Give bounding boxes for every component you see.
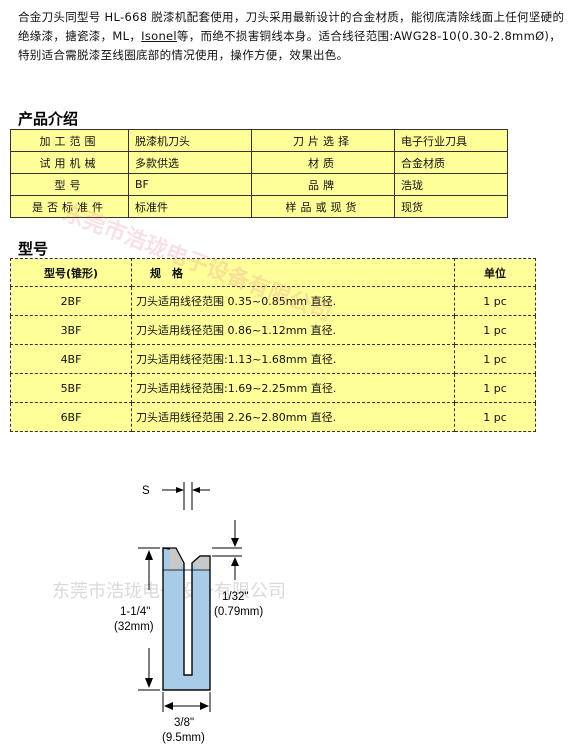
model-cell: 4BF xyxy=(10,344,132,374)
col-header-unit: 单位 xyxy=(454,258,536,287)
spec-key: 品牌 xyxy=(251,173,395,196)
model-cell: 2BF xyxy=(10,286,132,316)
intro-paragraph: 合金刀头同型号 HL-668 脱漆机配套使用，刀头采用最新设计的合金材质，能彻底… xyxy=(18,8,566,65)
col-header-model: 型号(锥形) xyxy=(10,258,132,287)
step-mm-label: (0.79mm) xyxy=(214,606,263,618)
spec-key: 型号 xyxy=(10,173,129,196)
col-header-spec: 规 格 xyxy=(131,258,455,287)
height-arrow-head-bottom xyxy=(145,678,153,688)
spec-value: 合金材质 xyxy=(394,151,508,174)
spec-key: 材质 xyxy=(251,151,395,174)
intro-text-1: 合金刀头同型号 HL-668 脱漆机配套使用，刀头采用最新设计的合金材质，能彻底… xyxy=(18,10,565,43)
spec-row: 型号 BF 品牌 浩珑 xyxy=(10,173,508,196)
step-inch-label: 1/32" xyxy=(222,591,248,603)
spec-cell: 刀头适用线径范围 0.35~0.85mm 直径. xyxy=(131,286,455,316)
product-section-title: 产品介绍 xyxy=(18,110,79,128)
s-label: S xyxy=(142,485,150,497)
spec-key: 试用机械 xyxy=(10,151,129,174)
table-row: 6BF 刀头适用线径范围 2.26~2.80mm 直径. 1 pc xyxy=(10,402,536,432)
spec-value: BF xyxy=(128,173,252,196)
spec-value: 标准件 xyxy=(128,195,252,218)
unit-cell: 1 pc xyxy=(454,315,536,345)
model-cell: 6BF xyxy=(10,402,132,432)
unit-cell: 1 pc xyxy=(454,373,536,403)
step-arrow-head-bottom xyxy=(231,557,239,566)
table-row: 2BF 刀头适用线径范围 0.35~0.85mm 直径. 1 pc xyxy=(10,286,536,316)
isonel-link[interactable]: Isonel xyxy=(141,29,177,43)
spec-key: 是否标准件 xyxy=(10,195,129,218)
table-row: 3BF 刀头适用线径范围 0.86~1.12mm 直径. 1 pc xyxy=(10,315,536,345)
spec-value: 现货 xyxy=(394,195,508,218)
height-inch-label: 1-1/4" xyxy=(120,606,150,618)
width-inch-label: 3/8" xyxy=(174,717,194,729)
model-cell: 3BF xyxy=(10,315,132,345)
intro-text-2: 等，而绝不损害铜线本身。适合线径范围:AWG28-10(0.30-2.8mmØ)… xyxy=(18,29,562,62)
spec-cell: 刀头适用线径范围:1.13~1.68mm 直径. xyxy=(131,344,455,374)
width-arrow-head-left xyxy=(164,702,173,710)
spec-row: 是否标准件 标准件 样品或现货 现货 xyxy=(10,195,508,218)
model-cell: 5BF xyxy=(10,373,132,403)
unit-cell: 1 pc xyxy=(454,402,536,432)
spec-value: 浩珑 xyxy=(394,173,508,196)
spec-value: 多款供选 xyxy=(128,151,252,174)
blade-outline xyxy=(162,547,211,691)
model-header-row: 型号(锥形) 规 格 单位 xyxy=(10,258,536,287)
width-arrow-head-right xyxy=(200,702,209,710)
table-row: 4BF 刀头适用线径范围:1.13~1.68mm 直径. 1 pc xyxy=(10,344,536,374)
unit-cell: 1 pc xyxy=(454,344,536,374)
table-row: 5BF 刀头适用线径范围:1.69~2.25mm 直径. 1 pc xyxy=(10,373,536,403)
model-section-title: 型号 xyxy=(18,240,49,258)
s-arrow-left-head xyxy=(176,487,184,493)
height-arrow-head-top xyxy=(145,550,153,560)
s-arrow-right-head xyxy=(192,487,200,493)
spec-key: 刀片选择 xyxy=(251,129,395,152)
step-arrow-head-top xyxy=(231,538,239,547)
unit-cell: 1 pc xyxy=(454,286,536,316)
spec-key: 加工范围 xyxy=(10,129,129,152)
spec-table: 加工范围 脱漆机刀头 刀片选择 电子行业刀具 试用机械 多款供选 材质 合金材质… xyxy=(10,129,508,218)
spec-cell: 刀头适用线径范围:1.69~2.25mm 直径. xyxy=(131,373,455,403)
spec-value: 电子行业刀具 xyxy=(394,129,508,152)
spec-cell: 刀头适用线径范围 0.86~1.12mm 直径. xyxy=(131,315,455,345)
spec-row: 试用机械 多款供选 材质 合金材质 xyxy=(10,151,508,174)
spec-cell: 刀头适用线径范围 2.26~2.80mm 直径. xyxy=(131,402,455,432)
spec-value: 脱漆机刀头 xyxy=(128,129,252,152)
height-mm-label: (32mm) xyxy=(114,621,154,633)
width-mm-label: (9.5mm) xyxy=(162,732,205,744)
model-table: 型号(锥形) 规 格 单位 2BF 刀头适用线径范围 0.35~0.85mm 直… xyxy=(10,258,536,432)
spec-row: 加工范围 脱漆机刀头 刀片选择 电子行业刀具 xyxy=(10,129,508,152)
blade-diagram: S 1-1/4" (32mm) 1/32" (0.79mm) 3/8" (9.5… xyxy=(114,482,263,744)
spec-key: 样品或现货 xyxy=(251,195,395,218)
